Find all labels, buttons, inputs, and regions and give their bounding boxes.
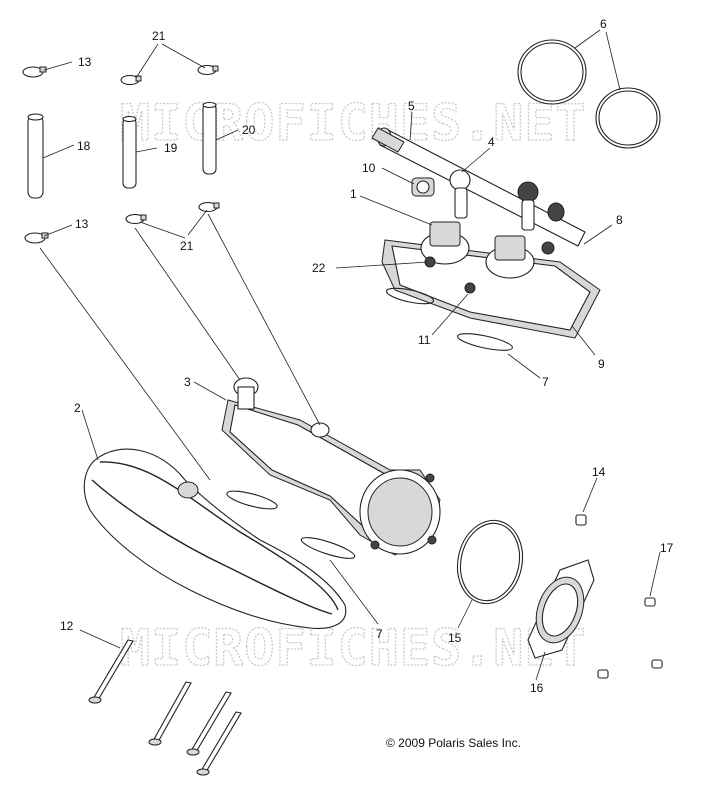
clamp-21-top-left — [120, 74, 142, 86]
callout-7-bottom: 7 — [376, 627, 383, 641]
callout-9: 9 — [598, 357, 605, 371]
adapter-plate-16 — [527, 559, 595, 659]
o-ring-15 — [456, 519, 524, 605]
callout-21-bottom: 21 — [180, 239, 194, 253]
callout-17: 17 — [660, 541, 674, 555]
callouts: 13 21 18 19 20 13 21 6 5 4 10 1 8 22 11 … — [60, 17, 674, 695]
plenum-2 — [83, 448, 356, 629]
bolt-14 — [575, 514, 587, 526]
callout-5: 5 — [408, 99, 415, 113]
callout-6: 6 — [600, 17, 607, 31]
watermark-top: MICROFICHES.NET — [120, 94, 587, 152]
callout-2: 2 — [74, 401, 81, 415]
o-ring-6 — [517, 39, 661, 149]
watermark-bottom: MICROFICHES.NET — [120, 619, 587, 677]
callout-3: 3 — [184, 375, 191, 389]
clamp-21-bottom-left — [125, 213, 147, 225]
callout-11: 11 — [418, 333, 431, 347]
callout-13-bottom: 13 — [75, 217, 89, 231]
callout-4: 4 — [488, 135, 495, 149]
injector-4 — [449, 169, 471, 219]
callout-15: 15 — [448, 631, 462, 645]
callout-8: 8 — [616, 213, 623, 227]
intake-manifold-3 — [221, 377, 441, 556]
callout-12: 12 — [60, 619, 74, 633]
bolts-12 — [88, 639, 242, 776]
callout-21-top: 21 — [152, 29, 166, 43]
callout-1: 1 — [350, 187, 357, 201]
callout-16: 16 — [530, 681, 544, 695]
hose-19 — [122, 115, 137, 189]
callout-22: 22 — [312, 261, 326, 275]
callout-20: 20 — [242, 123, 256, 137]
bolts-17 — [597, 597, 663, 679]
copyright-notice: © 2009 Polaris Sales Inc. — [386, 736, 521, 750]
clamp-13-top — [22, 66, 47, 78]
leader-lines — [39, 29, 661, 681]
clamp-21-top-right — [197, 64, 219, 76]
clamp-21-bottom-right — [198, 201, 220, 213]
callout-19: 19 — [164, 141, 178, 155]
callout-18: 18 — [77, 139, 91, 153]
callout-13-top: 13 — [78, 55, 92, 69]
hose-18 — [27, 113, 44, 199]
callout-10: 10 — [362, 161, 376, 175]
callout-14: 14 — [592, 465, 606, 479]
callout-7-top: 7 — [542, 375, 549, 389]
hose-20 — [202, 101, 217, 175]
throttle-body-assembly — [371, 127, 601, 351]
clamp-13-bottom — [24, 232, 49, 244]
